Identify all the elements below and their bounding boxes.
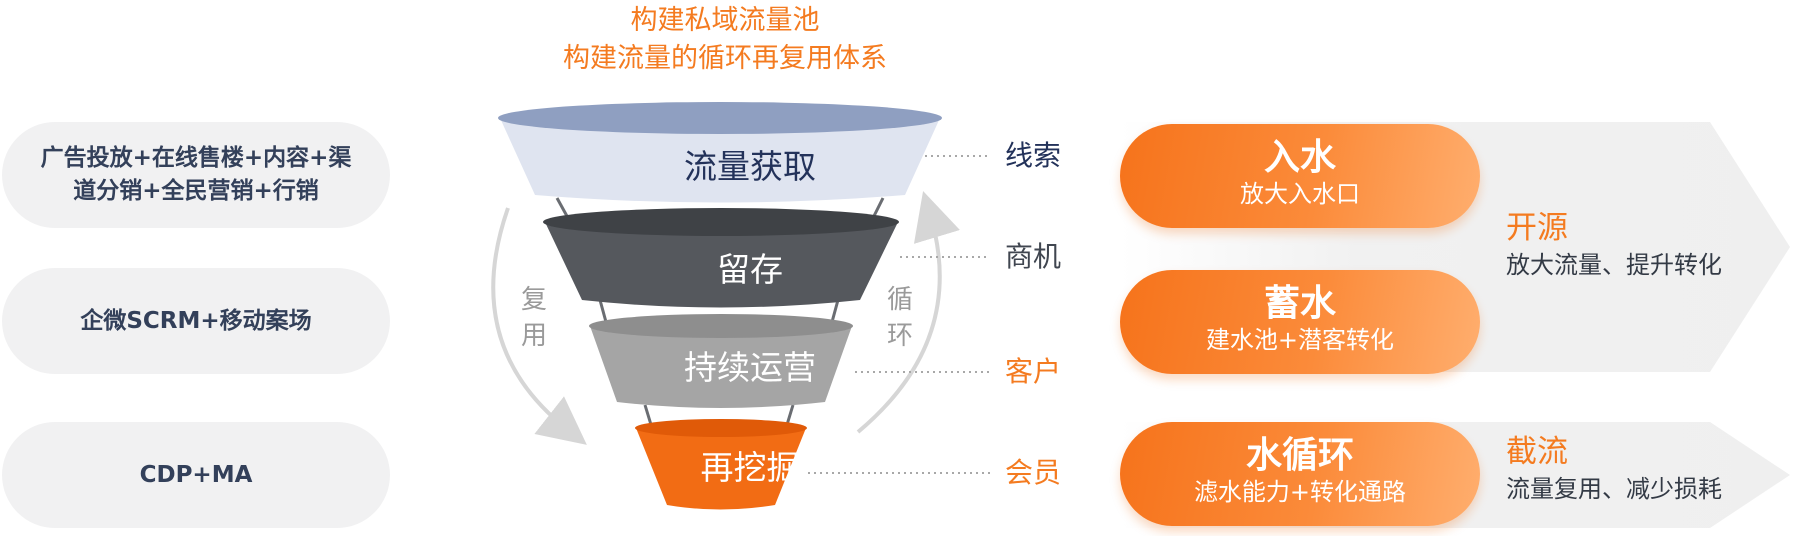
diagram-title: 构建私域流量池: [630, 5, 820, 36]
funnel-tier-operation-rim: [589, 314, 853, 338]
tag-opportunity: 商机: [1005, 240, 1062, 273]
water-storage-pill: 蓄水 建水池+潜客转化: [1120, 270, 1480, 374]
reuse-char-2: 用: [520, 321, 547, 351]
cycle-arrow: [856, 191, 960, 434]
stage-label-operation: 持续运营: [684, 348, 816, 387]
intercept-desc: 流量复用、减少损耗: [1506, 475, 1722, 503]
water-cycle-subtitle: 滤水能力+转化通路: [1193, 478, 1407, 506]
reuse-char-1: 复: [520, 285, 547, 315]
channel-pill-mining: CDP+MA: [2, 422, 390, 528]
intercept-heading: 截流: [1506, 434, 1568, 470]
water-intake-subtitle: 放大入水口: [1240, 180, 1360, 208]
funnel-tier-retention-rim: [543, 208, 899, 236]
stage-label-acquisition: 流量获取: [684, 147, 816, 186]
cycle-char-1: 循: [886, 285, 913, 315]
stage-label-retention: 留存: [717, 250, 783, 289]
funnel-tier-acquisition: [500, 118, 940, 203]
channel-pill-acquisition-line2: 道分销+全民营销+行销: [73, 178, 319, 204]
tag-leads: 线索: [1005, 139, 1062, 172]
stage-label-mining: 再挖掘: [700, 448, 800, 487]
water-storage-title: 蓄水: [1263, 283, 1336, 324]
open-source-desc: 放大流量、提升转化: [1506, 251, 1722, 279]
tag-member: 会员: [1005, 456, 1062, 489]
water-cycle-title: 水循环: [1245, 435, 1354, 476]
open-source-heading: 开源: [1506, 210, 1568, 246]
funnel-tier-operation: [590, 326, 852, 408]
channel-pill-retention-text: 企微SCRM+移动案场: [80, 307, 312, 334]
water-storage-subtitle: 建水池+潜客转化: [1205, 326, 1395, 354]
funnel-tier-retention: [545, 222, 898, 308]
cycle-char-2: 环: [886, 321, 913, 351]
channel-pill-mining-text: CDP+MA: [139, 461, 253, 488]
funnel-tier-mining: [636, 428, 806, 510]
funnel-connectors: [555, 197, 885, 429]
channel-pill-acquisition-line1: 广告投放+在线售楼+内容+渠: [40, 145, 352, 171]
tag-customer: 客户: [1005, 355, 1062, 388]
channel-pill-retention: 企微SCRM+移动案场: [2, 268, 390, 374]
funnel-tier-mining-rim: [635, 419, 807, 437]
water-intake-title: 入水: [1263, 137, 1336, 178]
funnel-leader-lines: [808, 155, 990, 474]
funnel-tier-acquisition-rim: [498, 102, 942, 134]
reuse-arrow: [491, 207, 587, 445]
diagram-subtitle: 构建流量的循环再复用体系: [563, 43, 887, 74]
channel-pill-acquisition: 广告投放+在线售楼+内容+渠 道分销+全民营销+行销: [2, 122, 390, 228]
water-cycle-pill: 水循环 滤水能力+转化通路: [1120, 422, 1480, 526]
water-intake-pill: 入水 放大入水口: [1120, 124, 1480, 228]
